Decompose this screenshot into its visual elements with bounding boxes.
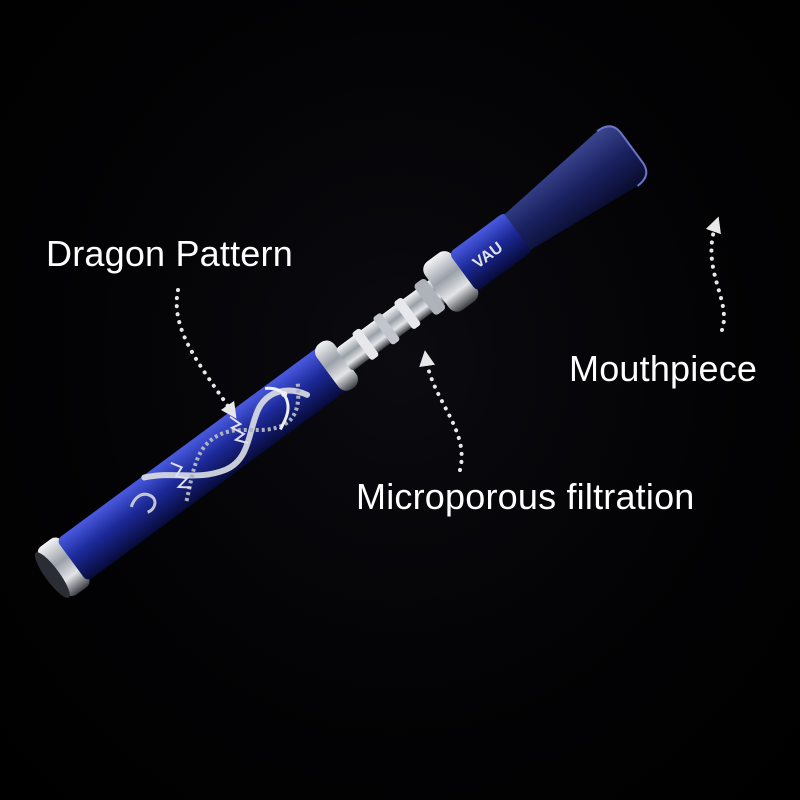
blue-tube [58, 346, 351, 580]
mouthpiece-collar [423, 251, 479, 312]
microporous-filtration-label: Microporous filtration [356, 476, 695, 517]
cloud-motif [129, 492, 157, 514]
dragon-pattern-label: Dragon Pattern [46, 233, 293, 274]
end-cap [37, 537, 90, 597]
end-cap-opening [34, 552, 70, 599]
mouthpiece-base [450, 214, 532, 290]
mouthpiece-tip [504, 126, 647, 250]
holder-body: VAU [34, 125, 648, 599]
mouthpiece-pointer [705, 216, 726, 332]
mouthpiece-label: Mouthpiece [569, 348, 758, 389]
filtration-pointer [419, 350, 464, 472]
dragon-pattern [129, 381, 311, 514]
middle-collar [314, 340, 358, 391]
dragon-pointer [174, 288, 237, 419]
